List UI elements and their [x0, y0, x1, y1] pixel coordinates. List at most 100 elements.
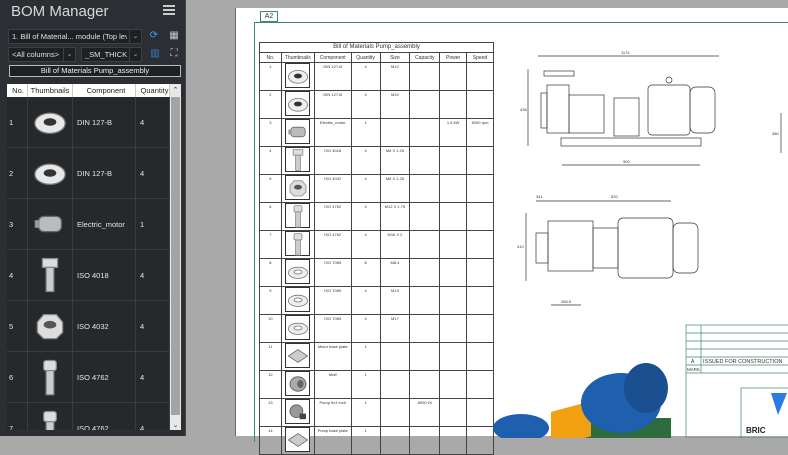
mark-label: MARK [687, 367, 700, 372]
isometric-pump-render [493, 363, 671, 438]
cell-size: M8.4 [379, 258, 411, 287]
bom-select[interactable]: 1. Bill of Material... module (Top level… [8, 29, 142, 44]
cell-size [379, 370, 411, 399]
cell-size: M16 X 2 [379, 230, 411, 259]
drawing-sheet[interactable]: A2 Bill of Materials Pump_assembly No.Th… [235, 8, 788, 455]
header-component: Component [313, 52, 352, 63]
cell-speed [466, 146, 494, 175]
add-column-icon[interactable]: ▥ [150, 48, 160, 59]
bom-manager-panel: BOM Manager 1. Bill of Material... modul… [0, 0, 186, 436]
cell-capacity [409, 146, 441, 175]
cell-no: 6 [259, 202, 282, 231]
cell-speed [466, 62, 494, 91]
lock-washer-thumbnail-icon [280, 90, 315, 119]
cell-capacity: 8000 l/h [409, 398, 441, 427]
cell-qty: 1 [350, 426, 381, 455]
header-quantity[interactable]: Quantity [136, 84, 170, 97]
cell-no: 1 [7, 97, 28, 147]
cell-size: M12 X 1.75 [379, 202, 411, 231]
cell-qty: 4 [350, 90, 381, 119]
lock-washer-thumbnail-icon [28, 97, 73, 147]
header-component[interactable]: Component [73, 84, 136, 97]
binoculars-icon[interactable]: ⛶ [170, 48, 178, 59]
hex-nut-thumbnail-icon [28, 301, 73, 351]
cell-speed [466, 258, 494, 287]
bom-drawing-table[interactable]: Bill of Materials Pump_assembly No.Thumb… [259, 42, 494, 455]
dim-top-a: 341 [536, 194, 543, 199]
title-block [685, 324, 788, 438]
cell-no: 9 [259, 286, 282, 315]
cell-qty: 4 [350, 62, 381, 91]
cell-component: Pump base plate [313, 426, 352, 455]
cell-no: 12 [259, 370, 282, 399]
cell-size [379, 342, 411, 371]
scroll-up-icon[interactable]: ⌃ [172, 87, 179, 94]
cell-no: 8 [259, 258, 282, 287]
scrollbar[interactable]: ⌃⌄ [170, 84, 181, 430]
scroll-thumb[interactable] [171, 97, 180, 415]
cell-power [439, 146, 468, 175]
cell-component: DIN 127-B [313, 90, 352, 119]
cell-quantity: 4 [136, 352, 170, 402]
header-capacity: Capacity [409, 52, 441, 63]
cell-component: ISO 4762 [313, 230, 352, 259]
cell-power [439, 230, 468, 259]
cell-capacity [409, 230, 441, 259]
header-no[interactable]: No. [7, 84, 28, 97]
cell-size: M10 [379, 90, 411, 119]
cell-no: 1 [259, 62, 282, 91]
cell-no: 3 [259, 118, 282, 147]
cell-qty: 4 [350, 146, 381, 175]
header-size: Size [379, 52, 411, 63]
cell-qty: 1 [350, 118, 381, 147]
socket-screw-thumbnail-icon [28, 403, 73, 430]
property-select[interactable]: _SM_THICKNES⌄ [81, 47, 142, 62]
cell-power: 1.5 kW [439, 118, 468, 147]
socket-screw-thumbnail-icon [28, 352, 73, 402]
plate-thumbnail-icon [280, 426, 315, 455]
cell-no: 5 [259, 174, 282, 203]
cell-component: ISO 4018 [313, 146, 352, 175]
cell-power [439, 90, 468, 119]
cell-component: Pump 6x3 inch [313, 398, 352, 427]
header-thumbnails[interactable]: Thumbnails [28, 84, 73, 97]
columns-select[interactable]: <All columns>⌄ [8, 47, 76, 62]
bom-name-field[interactable]: Bill of Materials Pump_assembly [9, 65, 181, 77]
hamburger-icon[interactable] [163, 5, 175, 15]
cell-size: M13 [379, 286, 411, 315]
cell-component: Muff [313, 370, 352, 399]
scroll-down-icon[interactable]: ⌄ [172, 422, 179, 429]
sheet-frame [254, 22, 788, 442]
panel-title: BOM Manager [11, 3, 109, 20]
refresh-icon[interactable]: ⟳ [149, 30, 159, 41]
cell-component: ISO 7089 [313, 286, 352, 315]
cell-capacity [409, 62, 441, 91]
cell-capacity [409, 342, 441, 371]
cell-no: 10 [259, 314, 282, 343]
chevron-down-icon: ⌄ [129, 48, 141, 61]
cell-no: 14 [259, 426, 282, 455]
cell-speed [466, 342, 494, 371]
socket-screw-thumbnail-icon [280, 230, 315, 259]
cell-no: 7 [7, 403, 28, 430]
chevron-down-icon: ⌄ [63, 48, 75, 61]
cell-quantity: 1 [136, 199, 170, 249]
plate-thumbnail-icon [280, 342, 315, 371]
cell-component: DIN 127-B [73, 97, 136, 147]
insert-table-icon[interactable]: ▦ [169, 30, 179, 41]
lock-washer-thumbnail-icon [280, 62, 315, 91]
